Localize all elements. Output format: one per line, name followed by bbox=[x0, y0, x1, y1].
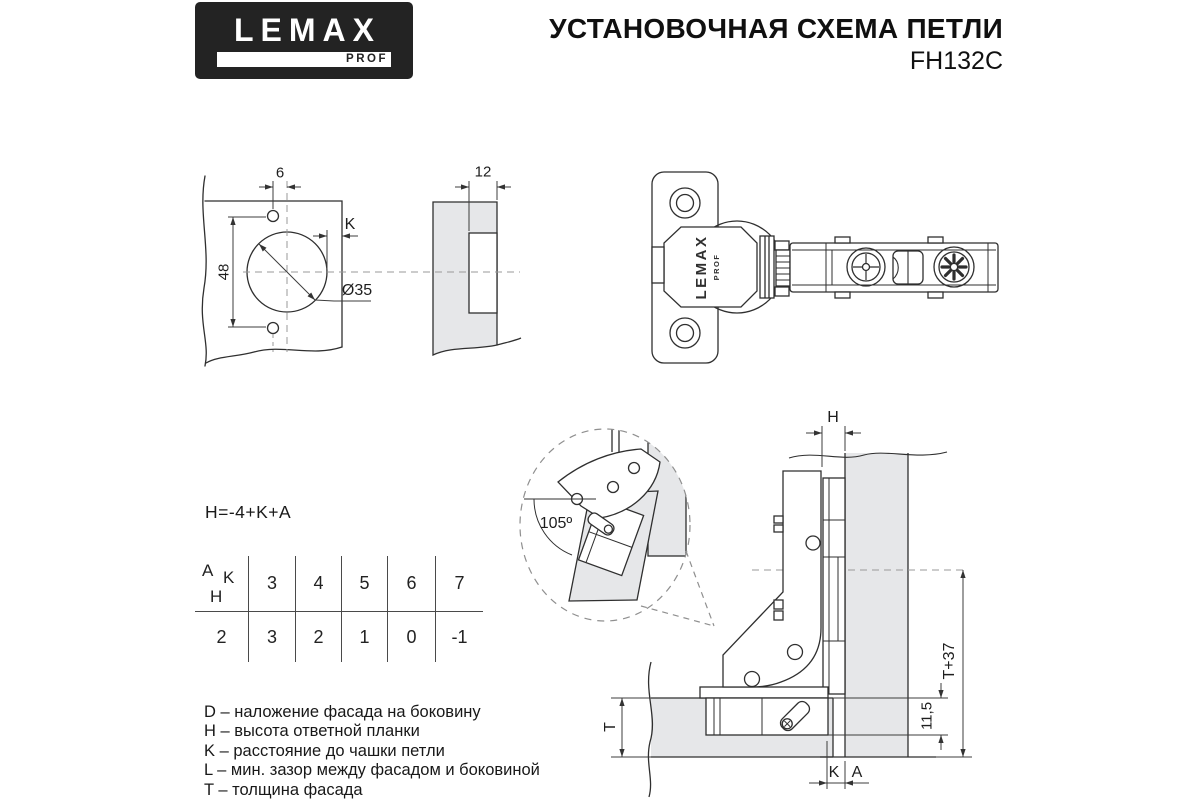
hinge-engraving-lemax: LEMAX bbox=[693, 235, 710, 300]
dim-label-t: T bbox=[602, 722, 619, 732]
title-block: УСТАНОВОЧНАЯ СХЕМА ПЕТЛИ FH132C bbox=[549, 13, 1003, 76]
brand-logo-bar: PROF bbox=[217, 52, 391, 67]
dim-label-diameter-35: Ø35 bbox=[341, 282, 373, 299]
legend-item-l: L – мин. зазор между фасадом и боковиной bbox=[204, 761, 540, 780]
hinge-engraving-prof: PROF bbox=[712, 254, 721, 281]
table-k-value: 5 bbox=[342, 556, 388, 612]
section-dimensions bbox=[611, 426, 972, 789]
hinge-top-view: LEMAX PROF bbox=[651, 171, 999, 364]
legend-item-t: T – толщина фасада bbox=[204, 780, 363, 799]
depth-dimensions bbox=[455, 181, 511, 231]
brand-logo: LEMAX PROF bbox=[195, 2, 413, 79]
legend-item-h: H – высота ответной планки bbox=[204, 722, 420, 741]
height-formula: H=-4+K+A bbox=[205, 502, 292, 522]
table-k-value: 6 bbox=[388, 556, 436, 612]
corner-label-a: A bbox=[202, 561, 214, 580]
legend: D – наложение фасада на боковину H – выс… bbox=[204, 703, 540, 800]
detail-balloon-circle bbox=[519, 428, 691, 622]
table-h-value: 0 bbox=[388, 612, 436, 662]
legend-item-k: K – расстояние до чашки петли bbox=[204, 741, 445, 760]
centerlines bbox=[243, 181, 520, 352]
dim-label-h: H bbox=[827, 409, 839, 426]
detail-balloon-content bbox=[524, 429, 687, 602]
dim-label-t37: T+37 bbox=[941, 642, 958, 680]
table-h-value: 2 bbox=[296, 612, 342, 662]
detail-balloon-tail bbox=[640, 550, 715, 627]
table-corner-cell: A K H bbox=[195, 556, 249, 612]
corner-label-k: K bbox=[223, 568, 235, 587]
cup-depth-view bbox=[432, 201, 522, 357]
table-k-value: 3 bbox=[249, 556, 296, 612]
table-k-value: 4 bbox=[296, 556, 342, 612]
corner-label-h: H bbox=[210, 587, 223, 606]
table-h-value: -1 bbox=[451, 626, 468, 647]
brand-logo-text: LEMAX bbox=[234, 12, 381, 48]
dim-label-offset-6: 6 bbox=[275, 164, 285, 182]
hinge-closed-section bbox=[699, 470, 846, 736]
dim-label-spacing-48: 48 bbox=[215, 263, 233, 281]
table-k-value: 7 bbox=[436, 556, 483, 612]
legend-item-d: D – наложение фасада на боковину bbox=[204, 703, 481, 721]
model-number: FH132C bbox=[909, 47, 1003, 75]
angle-label-105: 105º bbox=[539, 515, 573, 532]
table-h-value: 2 bbox=[195, 612, 249, 662]
brand-logo-subtext: PROF bbox=[346, 52, 388, 65]
spec-table: A K H 3 4 5 6 7 2 3 2 1 0 -1 bbox=[195, 556, 483, 662]
dim-label-a: A bbox=[851, 764, 863, 781]
table-h-value: 3 bbox=[249, 612, 296, 662]
page-title: УСТАНОВОЧНАЯ СХЕМА ПЕТЛИ bbox=[549, 13, 1003, 44]
dim-label-k2: K bbox=[828, 764, 840, 781]
dim-label-cup-edge-k: K bbox=[344, 216, 356, 233]
drill-dimensions bbox=[228, 181, 371, 328]
table-h-value: 1 bbox=[342, 612, 388, 662]
dim-label-inset-115: 11,5 bbox=[918, 701, 936, 731]
dim-label-depth-12: 12 bbox=[474, 163, 492, 181]
